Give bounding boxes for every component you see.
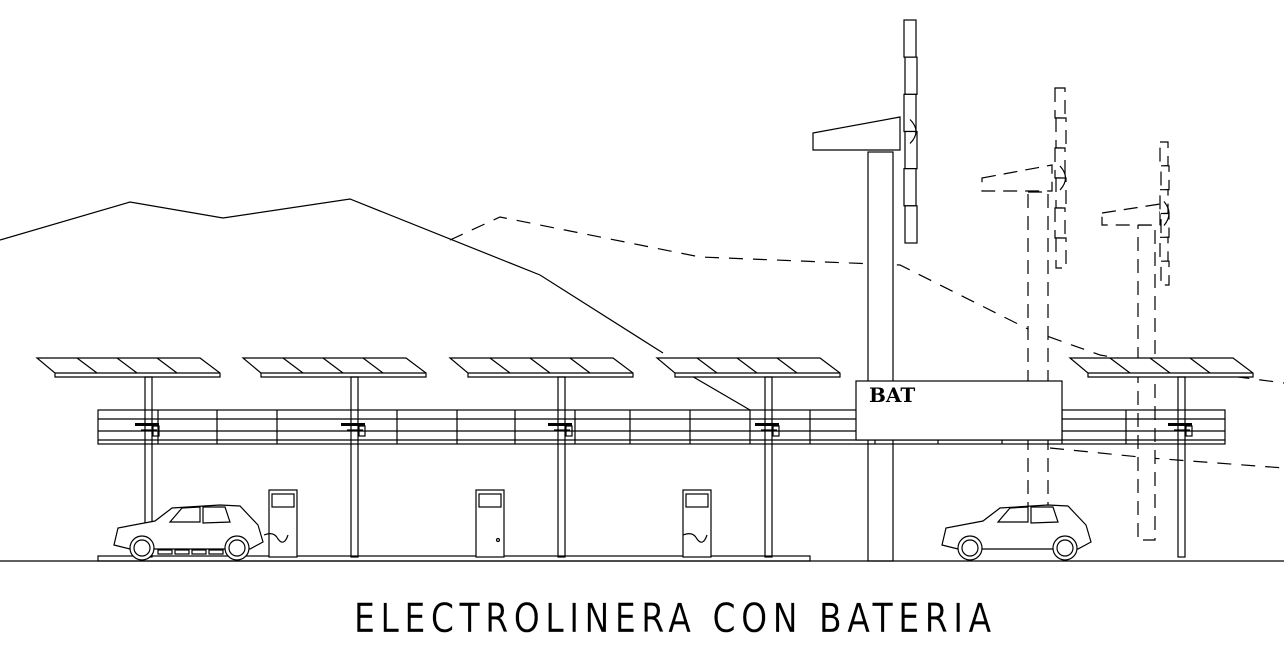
turbine-hub — [909, 119, 917, 144]
panel-divider — [696, 357, 718, 374]
panel-divider — [76, 357, 98, 374]
car-window — [202, 506, 231, 524]
ground — [0, 555, 1284, 562]
panel-divider — [489, 357, 511, 374]
car-body — [941, 504, 1092, 550]
turbine-blade-segment — [1054, 147, 1066, 179]
turbine-blade-segment — [904, 56, 918, 95]
charger-screen — [685, 493, 709, 508]
turbine-blade-segment — [1055, 237, 1067, 269]
car-hubcap — [1056, 539, 1074, 557]
solar-canopy — [655, 357, 841, 558]
wind-turbines — [812, 19, 1170, 562]
turbine-blade-segment — [1159, 141, 1169, 167]
charger-body — [475, 489, 505, 558]
inverter-box — [341, 423, 365, 426]
charging-station — [263, 489, 298, 558]
solar-panel-array — [448, 357, 634, 378]
inverter-box — [135, 423, 159, 426]
car-body — [113, 504, 264, 550]
panel-divider — [1109, 357, 1131, 374]
car-battery-cell — [208, 549, 224, 555]
turbine-blade-segment — [1055, 117, 1067, 149]
panel-divider — [529, 357, 551, 374]
wind-turbine — [812, 19, 918, 562]
turbine-blade-segment — [1054, 207, 1066, 239]
solar-canopies — [35, 357, 1254, 558]
solar-panel-array — [35, 357, 221, 378]
turbine-blade-segment — [1160, 165, 1170, 191]
car-battery-cell — [157, 549, 173, 555]
drawing-title: ELECTROLINERA CON BATERIA — [354, 596, 997, 642]
panel-divider — [776, 357, 798, 374]
turbine-nacelle — [981, 164, 1053, 192]
solar-canopy — [241, 357, 427, 558]
inverter-box — [548, 423, 572, 426]
turbine-blade-segment — [1054, 87, 1066, 119]
inverter-box — [755, 423, 779, 426]
charger-body — [682, 489, 712, 558]
panel-divider — [362, 357, 384, 374]
charger-plug — [495, 537, 501, 543]
car-window — [168, 506, 201, 523]
car-hubcap — [228, 539, 246, 557]
turbine-tower — [1137, 224, 1156, 541]
panel-divider — [736, 357, 758, 374]
electric-car — [941, 504, 1092, 561]
solar-panel-array — [655, 357, 841, 378]
solar-panel-array — [241, 357, 427, 378]
car-hubcap — [133, 539, 151, 557]
solar-canopy — [448, 357, 634, 558]
car-hubcap — [961, 539, 979, 557]
solar-panel-array — [1068, 357, 1254, 378]
charger-cable — [682, 533, 708, 543]
turbine-blade-segment — [1160, 260, 1170, 286]
turbine-blade-segment — [904, 205, 918, 244]
turbine-tower — [867, 151, 894, 562]
charging-station — [475, 489, 505, 558]
inverter-box — [1168, 423, 1192, 426]
panel-divider — [1189, 357, 1211, 374]
turbine-tower — [1027, 191, 1049, 511]
battery-unit: BAT — [855, 380, 1063, 441]
electric-cars — [113, 504, 1092, 561]
panel-divider — [1149, 357, 1171, 374]
turbine-nacelle — [812, 116, 901, 151]
turbine-nacelle — [1101, 203, 1161, 226]
turbine-blade-segment — [903, 168, 917, 207]
charger-screen — [478, 493, 502, 508]
car-window — [996, 506, 1029, 523]
charger-cable — [263, 533, 289, 543]
mountain-background — [0, 198, 1284, 469]
car-window — [1030, 506, 1059, 524]
electric-car — [113, 504, 264, 561]
turbine-blade-segment — [903, 19, 917, 58]
canopy-post — [350, 376, 359, 558]
charging-stations — [263, 489, 712, 558]
battery-label: BAT — [869, 383, 915, 407]
panel-divider — [322, 357, 344, 374]
turbine-hub — [1059, 165, 1067, 191]
panel-divider — [116, 357, 138, 374]
canopy-post — [557, 376, 566, 558]
solar-canopy — [1068, 357, 1254, 558]
turbine-blade-segment — [1160, 212, 1170, 238]
car-battery-cell — [191, 549, 207, 555]
panel-divider — [282, 357, 304, 374]
turbine-blade-segment — [1159, 236, 1169, 262]
canopy-post — [1177, 376, 1186, 558]
charger-screen — [271, 493, 295, 508]
wind-turbine — [981, 87, 1067, 511]
canopy-post — [764, 376, 773, 558]
charger-body — [268, 489, 298, 558]
panel-divider — [156, 357, 178, 374]
panel-divider — [569, 357, 591, 374]
wind-turbine — [1101, 141, 1170, 541]
car-battery-cell — [174, 549, 190, 555]
charging-station — [682, 489, 712, 558]
beam-frame — [97, 409, 1226, 445]
solar-canopy — [35, 357, 221, 558]
turbine-hub — [1163, 201, 1170, 226]
